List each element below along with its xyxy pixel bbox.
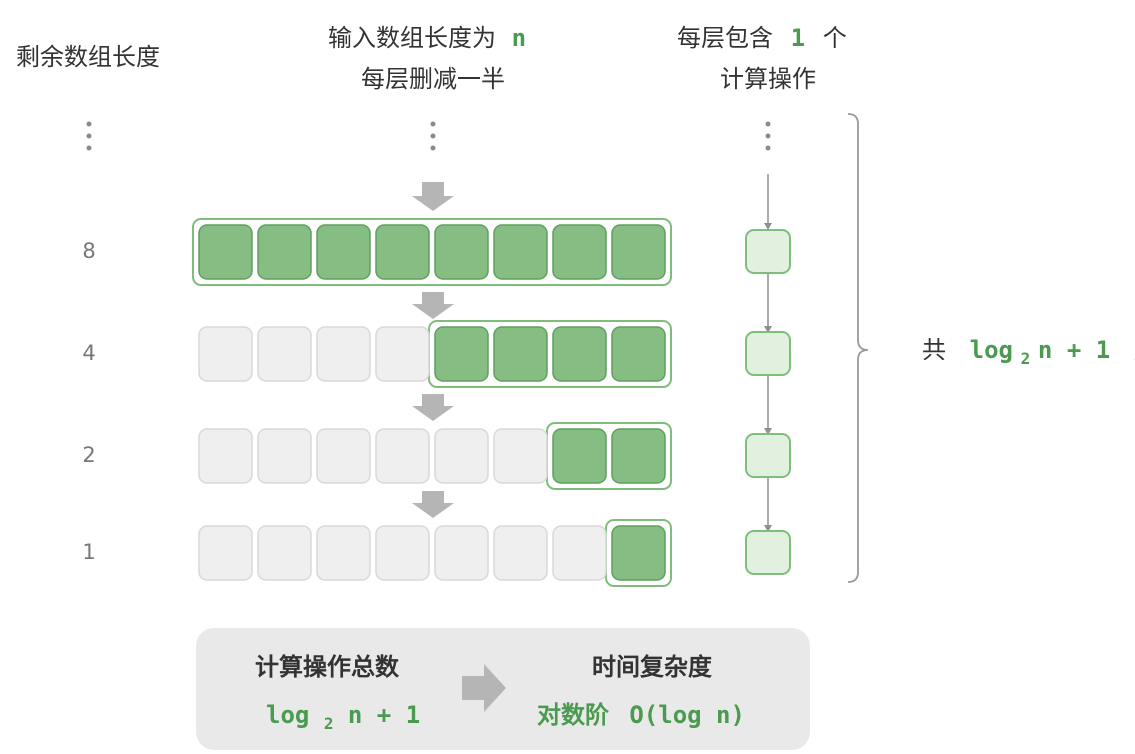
total-operations-title: 计算操作总数	[255, 653, 400, 681]
active-array-cell	[611, 428, 666, 484]
removed-array-cell	[434, 428, 489, 484]
removed-array-cell	[257, 525, 312, 581]
level-row: 8	[82, 218, 672, 286]
time-complexity-value: 对数阶 O(log n)	[537, 701, 745, 729]
active-array-cell	[552, 326, 607, 382]
ops-label: 计算操作	[720, 65, 816, 93]
operation-box	[745, 530, 791, 575]
active-array-cell	[611, 224, 666, 280]
level-label: 1	[82, 540, 95, 564]
level-count-log: log	[970, 336, 1013, 364]
removed-array-cell	[552, 525, 607, 581]
level-row: 1	[82, 519, 672, 587]
ops-per-level-title: 每层包含 1 个	[677, 24, 847, 52]
total-operations-log: log	[266, 701, 309, 729]
removed-array-cell	[375, 326, 430, 382]
ops-per-level-value: 1	[791, 24, 805, 52]
input-length-prefix: 输入数组长度为	[328, 24, 496, 52]
removed-array-cell	[375, 525, 430, 581]
active-array-cell	[611, 326, 666, 382]
active-array-cell	[375, 224, 430, 280]
summary-arrow-icon	[462, 664, 506, 712]
total-operations-formula: log 2 n + 1	[266, 701, 420, 735]
active-range-frame	[192, 218, 672, 286]
array-rows: 8 4 2 1	[82, 218, 672, 587]
active-array-cell	[434, 326, 489, 382]
left-ellipsis-icon	[86, 121, 92, 151]
level-row: 2	[82, 422, 672, 490]
active-array-cell	[552, 224, 607, 280]
halving-title: 每层删减一半	[361, 65, 505, 93]
right-ellipsis-icon	[765, 121, 771, 151]
active-array-cell	[316, 224, 371, 280]
removed-array-cell	[198, 525, 253, 581]
removed-array-cell	[375, 428, 430, 484]
operation-box	[745, 331, 791, 376]
level-label: 8	[82, 239, 95, 263]
center-ellipsis-icon	[430, 121, 436, 151]
remaining-length-title: 剩余数组长度	[16, 43, 160, 71]
total-operations-tail: n + 1	[348, 701, 420, 729]
level-count-tail: n + 1	[1038, 336, 1110, 364]
time-complexity-title: 时间复杂度	[592, 653, 713, 681]
active-array-cell	[493, 326, 548, 382]
removed-array-cell	[257, 428, 312, 484]
time-complexity-bigo: O(log n)	[629, 701, 745, 729]
removed-array-cell	[198, 428, 253, 484]
input-length-var: n	[512, 24, 526, 52]
level-label: 4	[82, 341, 95, 365]
level-count-label: 共 log 2 n + 1 层	[922, 336, 1135, 370]
removed-array-cell	[493, 525, 548, 581]
ops-per-level-suffix: 个	[823, 24, 847, 52]
total-operations-subscript: 2	[324, 714, 334, 733]
level-row: 4	[82, 320, 672, 388]
active-array-cell	[552, 428, 607, 484]
ops-per-level-prefix: 每层包含	[677, 24, 773, 52]
down-arrow-icon	[412, 182, 454, 211]
active-array-cell	[257, 224, 312, 280]
active-array-cell	[611, 525, 666, 581]
active-array-cell	[434, 224, 489, 280]
removed-array-cell	[198, 326, 253, 382]
removed-array-cell	[316, 428, 371, 484]
active-array-cell	[198, 224, 253, 280]
removed-array-cell	[316, 525, 371, 581]
operation-box	[745, 433, 791, 478]
input-length-title: 输入数组长度为 n	[328, 24, 526, 52]
operation-chain	[745, 174, 791, 575]
down-arrow-icon	[412, 491, 454, 518]
level-count-brace	[847, 113, 869, 583]
operation-box	[745, 229, 791, 274]
down-arrow-icon	[412, 394, 454, 421]
active-array-cell	[493, 224, 548, 280]
level-count-suffix: 层	[1134, 336, 1135, 364]
level-label: 2	[82, 443, 95, 467]
time-complexity-prefix: 对数阶	[537, 701, 609, 729]
removed-array-cell	[257, 326, 312, 382]
level-count-subscript: 2	[1021, 349, 1031, 368]
level-count-prefix: 共	[922, 336, 946, 364]
down-arrow-icon	[412, 292, 454, 319]
removed-array-cell	[493, 428, 548, 484]
removed-array-cell	[316, 326, 371, 382]
removed-array-cell	[434, 525, 489, 581]
